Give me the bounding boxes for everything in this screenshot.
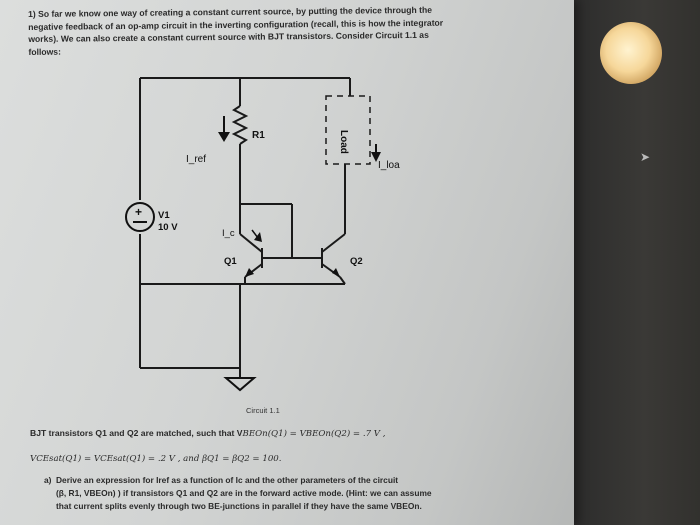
iload-label: I_load [378,160,400,171]
part-a: a) Derive an expression for Iref as a fu… [44,474,496,513]
iload-arrow [371,152,381,162]
load-box [325,95,371,165]
plus-sign: + [135,205,142,219]
vce-statement: VCEsat(Q1) = VCEsat(Q1) = .2 V , and βQ1… [30,454,282,464]
part-a-line-3: that current splits evenly through two B… [56,501,422,511]
matched-statement: BJT transistors Q1 and Q2 are matched, s… [30,428,385,439]
paper-sheet: 1) So far we know one way of creating a … [0,0,574,525]
matched-equation: BEOn(Q1) = VBEOn(Q2) = .7 V , [242,429,386,439]
part-a-line-1: Derive an expression for Iref as a funct… [56,475,399,485]
q2-label: Q2 [350,256,363,267]
ic-arrow [254,232,262,242]
circuit-caption: Circuit 1.1 [246,406,280,415]
v1-value: 10 V [158,222,178,233]
load-label: Load [338,130,349,154]
q2-emitter-arrow [332,268,340,277]
ground-icon [223,377,257,392]
r1-label: R1 [252,130,265,141]
ic-label: I_c [222,228,235,239]
ceiling-light [600,22,662,84]
part-a-line-2: (β, R1, VBEOn) ) if transistors Q1 and Q… [56,488,432,498]
q1-label: Q1 [224,256,237,267]
v1-source [125,202,155,232]
q1-emitter-arrow [245,268,254,277]
problem-intro: 1) So far we know one way of creating a … [28,3,499,58]
iref-arrow [218,132,230,142]
part-a-label: a) [44,475,52,485]
matched-text: BJT transistors Q1 and Q2 are matched, s… [30,428,243,438]
background-dark [560,0,700,525]
v1-name: V1 [158,210,170,221]
circuit-diagram: Load + R1 I_ref I_load I_c V1 10 V Q1 Q2 [125,77,400,392]
iref-label: I_ref [186,154,206,165]
stray-mark: ➤ [640,150,651,164]
